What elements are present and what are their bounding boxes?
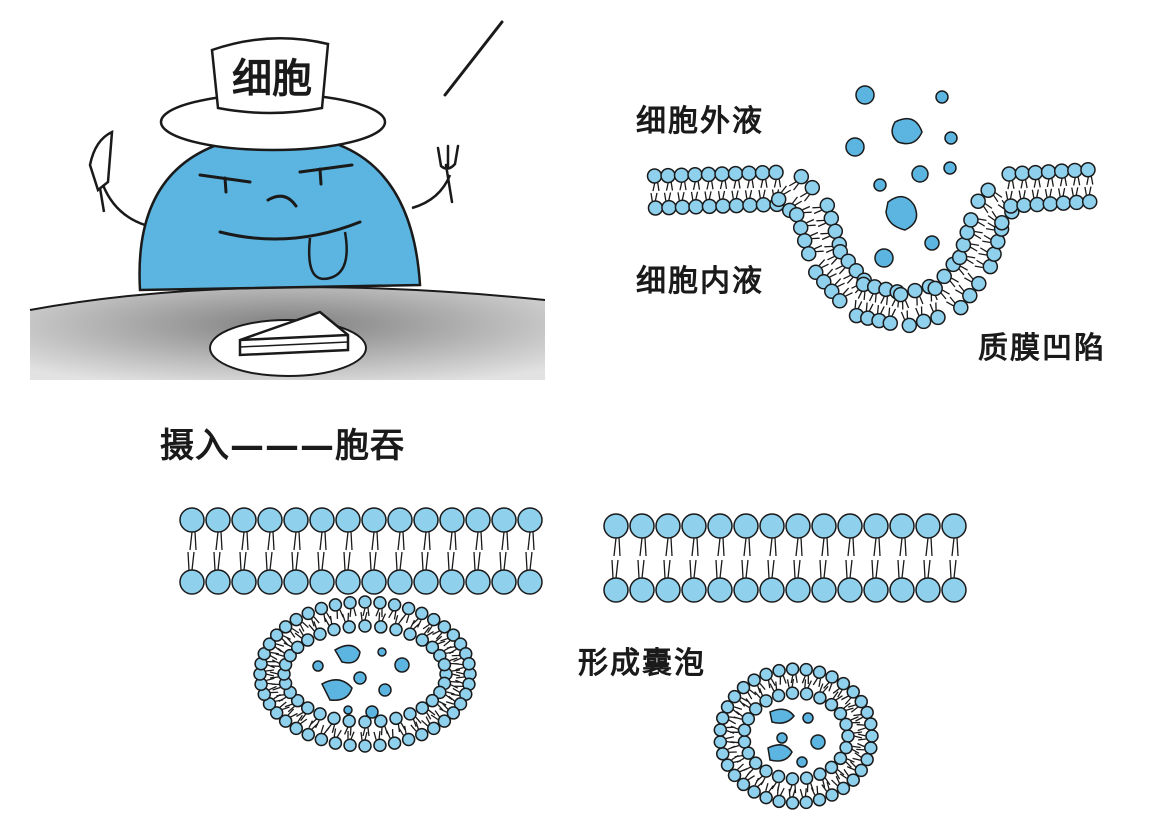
left-arm [101,184,146,227]
flat-membrane-left [179,507,543,595]
vesicle-large [253,595,477,753]
hat-label: 细胞 [232,56,312,102]
right-eye [298,163,354,186]
extracellular-particles [845,85,958,268]
label-membrane-invagination: 质膜凹陷 [978,331,1106,366]
label-extracellular-fluid: 细胞外液 [636,104,764,139]
mouth [218,220,362,241]
motion-line [443,20,504,97]
nose [266,194,298,208]
flat-membrane-right [603,513,967,603]
label-vesicle-formation: 形成囊泡 [578,646,706,681]
cell-body [138,133,422,292]
hat [210,37,330,115]
right-arm [411,174,452,210]
left-eye [198,173,252,194]
fork-icon [436,144,460,204]
knife-icon [88,129,114,213]
caption-endocytosis: 摄入———胞吞 [160,426,405,466]
vesicle-small [713,662,879,810]
cartoon-cell-eating: 细胞 [29,20,546,380]
vesicle-contents [312,644,826,768]
label-intracellular-fluid: 细胞内液 [636,264,764,299]
membrane-invagination [646,161,1098,334]
tongue [307,231,348,281]
